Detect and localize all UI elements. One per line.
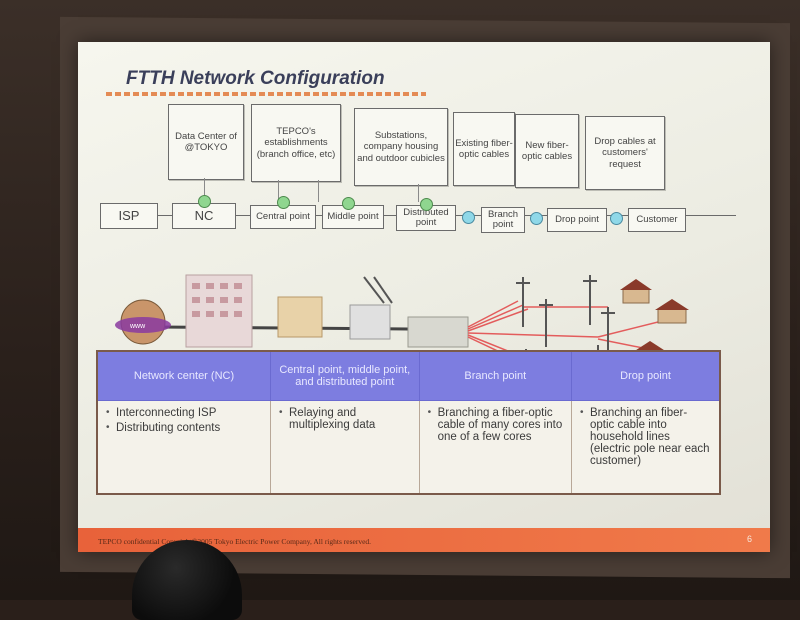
box-existing-cables: Existing fiber-optic cables [453, 112, 515, 186]
box-new-cables: New fiber-optic cables [515, 114, 579, 188]
node-branch-point: Branch point [481, 207, 525, 233]
box-tepco-establishments: TEPCO's establishments (branch office, e… [251, 104, 341, 182]
bullet-text: Branching a fiber-optic cable of many co… [437, 407, 563, 443]
footer-copyright: TEPCO confidential Copyright©2005 Tokyo … [98, 537, 372, 546]
title-rule [106, 92, 426, 96]
connector [418, 184, 419, 202]
page-number: 6 [746, 534, 752, 544]
node-isp: ISP [100, 203, 158, 229]
table-header: Drop point [571, 350, 721, 401]
table-cell: •Branching an fiber-optic cable into hou… [571, 400, 720, 494]
slide-title: FTTH Network Configuration [126, 68, 385, 89]
table-header: Central point, middle point, and distrib… [270, 350, 420, 401]
node-dot [342, 197, 355, 210]
connector [278, 180, 279, 202]
bullet-text: Branching an fiber-optic cable into hous… [590, 407, 710, 467]
substation-icon [349, 304, 391, 340]
box-data-center: Data Center of @TOKYO [168, 104, 244, 180]
box-substations: Substations, company housing and outdoor… [354, 108, 448, 186]
connector [204, 178, 205, 199]
network-illustration: www [115, 274, 689, 377]
node-dot [420, 198, 433, 211]
table-header: Network center (NC) [96, 350, 271, 401]
table-cell: •Interconnecting ISP •Distributing conte… [96, 400, 271, 494]
function-table: Network center (NC) Central point, middl… [96, 350, 721, 495]
table-header-row: Network center (NC) Central point, middl… [96, 350, 721, 401]
connector [318, 180, 319, 202]
node-dot [198, 195, 211, 208]
table-row: •Interconnecting ISP •Distributing conte… [96, 400, 720, 494]
outdoor-cubicle-icon [407, 316, 469, 348]
bullet-text: Interconnecting ISP [116, 407, 217, 419]
node-customer: Customer [628, 208, 686, 232]
branch-office-icon [277, 296, 323, 338]
slide: FTTH Network Configuration Data Center o… [78, 42, 770, 552]
www-label: www [129, 323, 146, 330]
box-drop-cables: Drop cables at customers' request [585, 116, 665, 190]
node-distributed-point: Distributed point [396, 205, 456, 231]
node-middle-point: Middle point [322, 205, 384, 229]
node-dot [610, 212, 623, 225]
table-cell: •Relaying and multiplexing data [270, 400, 420, 494]
node-dot [462, 211, 475, 224]
node-drop-point: Drop point [547, 208, 607, 232]
table-cell: •Branching a fiber-optic cable of many c… [418, 400, 572, 494]
bullet-text: Distributing contents [116, 422, 221, 434]
table-header: Branch point [418, 350, 573, 401]
node-central-point: Central point [250, 205, 316, 229]
node-dot [277, 196, 290, 209]
bullet-text: Relaying and multiplexing data [289, 407, 376, 431]
node-dot [530, 212, 543, 225]
www-ring [115, 317, 171, 333]
